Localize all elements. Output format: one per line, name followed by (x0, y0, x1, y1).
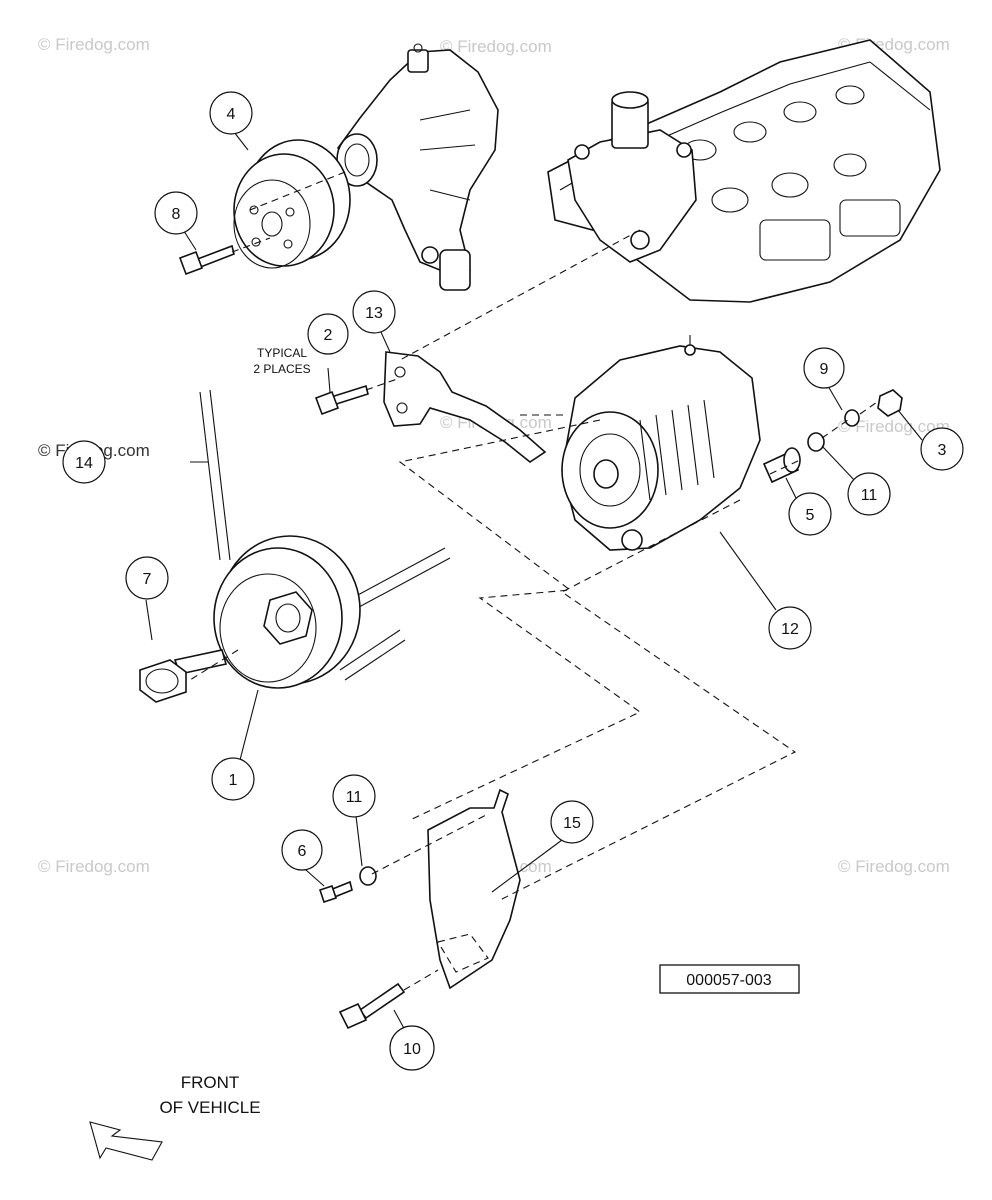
callout-11-lower: 11 (332, 774, 376, 818)
assembly-lines (189, 171, 881, 991)
callout-6: 6 (281, 829, 323, 871)
crank-bolt-illustration (139, 649, 228, 703)
svg-text:2: 2 (324, 327, 333, 344)
callout-11-upper: 11 (847, 472, 891, 516)
svg-text:11: 11 (861, 487, 878, 504)
typical-note: TYPICAL 2 PLACES (253, 346, 310, 376)
watermark-mid-right: © Firedog.com (838, 417, 950, 436)
svg-text:1: 1 (229, 772, 238, 789)
callout-13: 13 (352, 290, 396, 334)
callout-8: 8 (154, 191, 198, 235)
bracket-illustration (383, 351, 547, 463)
part-number-box: 000057-003 (659, 964, 800, 994)
typical-note-line1: TYPICAL (257, 346, 307, 360)
crank-pulley-illustration (213, 535, 361, 689)
alternator-illustration (561, 335, 761, 551)
watermark-top-center: © Firedog.com (440, 37, 552, 56)
svg-text:8: 8 (172, 206, 181, 223)
svg-text:11: 11 (346, 789, 363, 806)
callout-10: 10 (389, 1025, 435, 1071)
callout-9: 9 (803, 347, 845, 389)
front-line1: FRONT (181, 1073, 240, 1092)
bolt-6-illustration (318, 866, 377, 904)
callout-4: 4 (209, 91, 253, 135)
callout-12: 12 (768, 606, 812, 650)
water-pump-illustration (336, 43, 499, 291)
callout-15: 15 (550, 800, 594, 844)
bolt-8-illustration (178, 244, 235, 276)
svg-text:9: 9 (820, 361, 829, 378)
bolt-10-illustration (338, 982, 406, 1030)
belt-guard-illustration (427, 788, 521, 990)
callout-3: 3 (920, 427, 964, 471)
svg-text:14: 14 (75, 455, 93, 472)
svg-text:5: 5 (806, 507, 815, 524)
callout-1: 1 (211, 757, 255, 801)
callout-2: 2 (307, 313, 349, 355)
watermark-bottom-right: © Firedog.com (838, 857, 950, 876)
belt-illustration (199, 389, 451, 681)
hardware-right-illustration (762, 389, 903, 484)
callout-7: 7 (125, 556, 169, 600)
water-pump-pulley-illustration (233, 139, 351, 269)
cylinder-head-illustration (547, 39, 941, 303)
svg-text:6: 6 (298, 843, 307, 860)
bolt-2-illustration (314, 384, 369, 416)
callout-5: 5 (788, 492, 832, 536)
typical-note-line2: 2 PLACES (253, 362, 310, 376)
svg-text:15: 15 (563, 815, 581, 832)
front-arrow-icon (89, 1121, 163, 1161)
watermark-top-left: © Firedog.com (38, 35, 150, 54)
svg-text:7: 7 (143, 571, 152, 588)
svg-text:10: 10 (403, 1041, 421, 1058)
watermark-bottom-left: © Firedog.com (38, 857, 150, 876)
svg-text:13: 13 (365, 305, 383, 322)
front-of-vehicle-label: FRONT OF VEHICLE (159, 1073, 260, 1117)
part-number: 000057-003 (686, 972, 772, 989)
svg-text:12: 12 (781, 621, 799, 638)
front-line2: OF VEHICLE (159, 1098, 260, 1117)
callout-14: 14 (62, 440, 106, 484)
svg-text:3: 3 (938, 442, 947, 459)
leader-lines (145, 131, 923, 1033)
svg-text:4: 4 (227, 106, 236, 123)
